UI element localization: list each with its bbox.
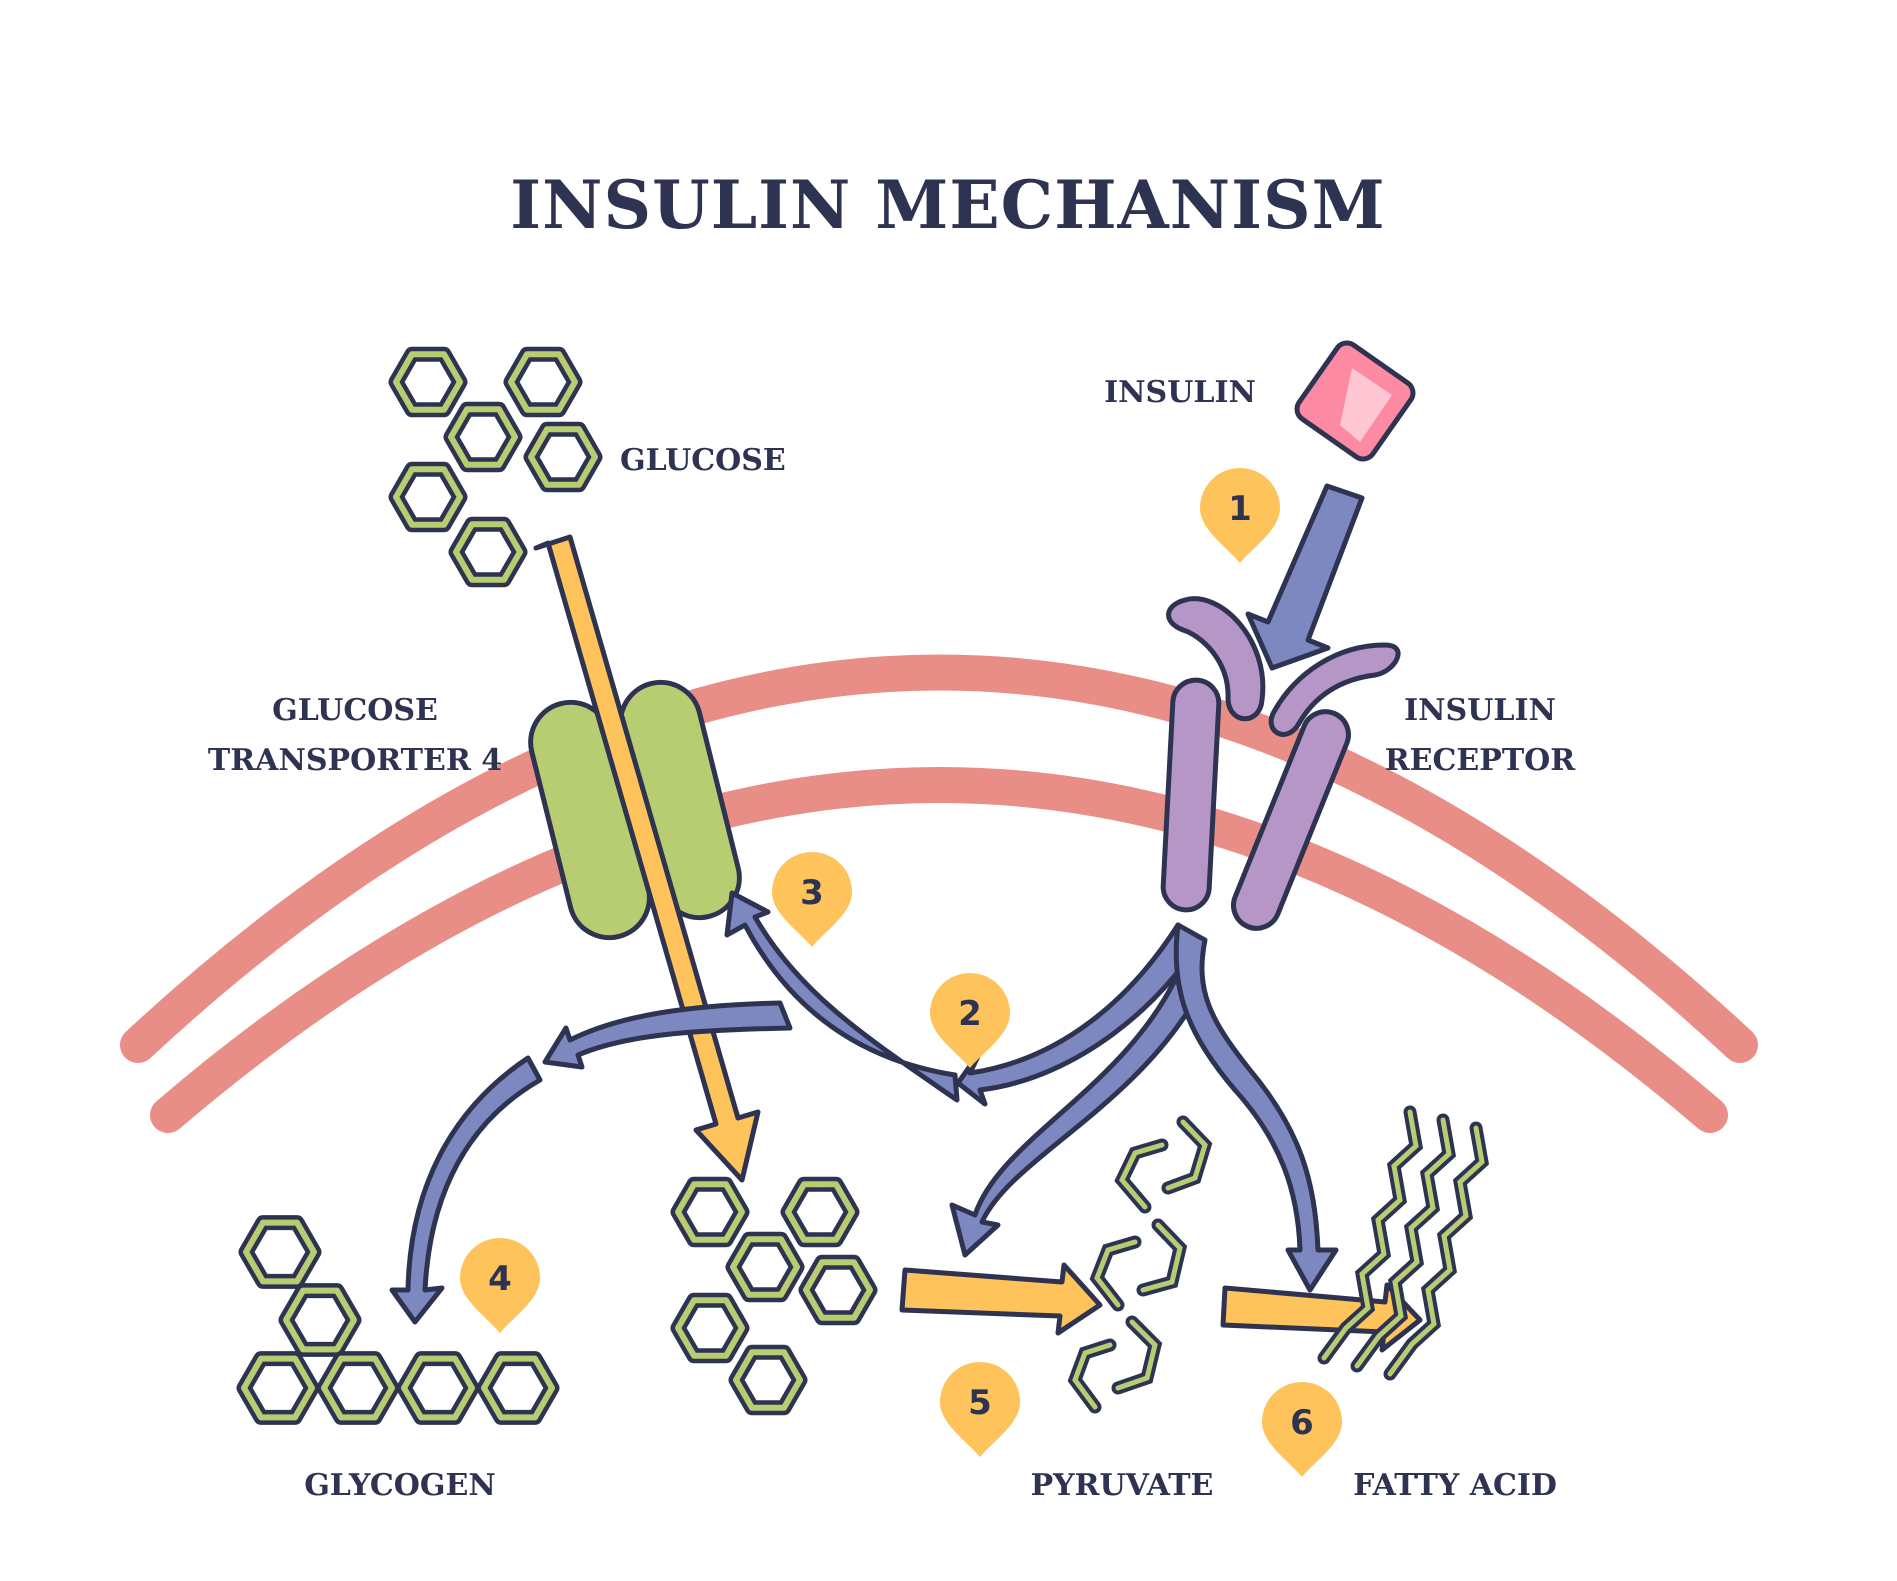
step-markers: 1 2 3 4 5 6 [460,468,1343,1477]
glucose-molecule-cluster [388,346,603,588]
step-marker-4: 4 [460,1238,540,1333]
step-number: 3 [800,873,824,913]
glucose-hexagon [728,1344,808,1416]
pyruvate-molecule [1114,1138,1169,1214]
pyruvate-label: PYRUVATE [1031,1468,1214,1503]
membrane-inner-layer [150,767,1728,1133]
insulin-molecule [1294,340,1416,462]
glucose-hexagon [725,1231,805,1303]
membrane-outer-layer [120,654,1758,1063]
step-number: 2 [958,994,982,1034]
step-pin-shape [1262,1381,1343,1477]
receptor-label-line2: RECEPTOR [1385,743,1577,778]
step-number: 5 [968,1383,992,1423]
fatty-acid-chain [1317,1105,1424,1365]
glucose-hexagon [388,346,468,418]
step-pin-shape [930,973,1010,1068]
signal-arc-to-glycogen-top [542,1000,793,1070]
signal-arc-to-glut4 [724,890,960,1103]
glucose-hexagon [670,1176,750,1248]
receptor-alpha-left [1166,596,1266,722]
receptor-beta-left [1160,677,1222,913]
cell-membrane [120,654,1758,1133]
glucose-hexagon [798,1254,878,1326]
receptor-beta-right [1231,709,1351,931]
step-marker-1: 1 [1200,468,1280,563]
intracellular-glucose-cluster [670,1176,878,1416]
signal-arrow-to-glycogen [389,1055,543,1325]
signaling-arrows [389,890,1339,1325]
glucose-hexagon [780,1176,860,1248]
pyruvate-molecule [1161,1115,1213,1195]
insulin-label: INSULIN [1104,375,1256,410]
glycogen-glucose-unit [278,1283,362,1357]
signal-arrow-to-fatty-acid [1173,922,1339,1293]
glycogen-glucose-unit [316,1351,400,1425]
fatty-acid-chain [1350,1113,1457,1373]
insulin-highlight [1340,368,1392,442]
step-number: 1 [1228,489,1252,529]
glycogen-glucose-unit [476,1351,560,1425]
glucose-hexagon [443,401,523,473]
glycolysis-arrow [899,1262,1103,1336]
glut4-label-line1: GLUCOSE [272,693,438,728]
glycogen-label: GLYCOGEN [304,1468,496,1503]
step-marker-3: 3 [772,852,852,947]
step-pin-shape [1200,468,1280,563]
step-pin-shape [772,852,852,947]
pyruvate-molecule [1067,1338,1117,1414]
step-marker-2: 2 [930,973,1010,1068]
glucose-hexagon [523,421,603,493]
receptor-label-line1: INSULIN [1404,693,1556,728]
diagram-title: INSULIN MECHANISM [510,166,1385,244]
step-number: 6 [1290,1403,1314,1443]
glucose-hexagon [448,516,528,588]
glycogen-glucose-unit [396,1351,480,1425]
glycogen-glucose-unit [236,1351,320,1425]
step-pin-shape [940,1362,1020,1457]
glucose-hexagon [388,461,468,533]
receptor-alpha-right [1268,642,1401,737]
pyruvate-molecules [1067,1115,1213,1414]
fatty-acid-chain [1383,1121,1490,1381]
pyruvate-molecule [1136,1218,1188,1297]
glycogen-glucose-unit [238,1215,322,1289]
step-marker-6: 6 [1262,1381,1343,1477]
insulin-binding-arrow [1245,483,1365,671]
glut4-label-line2: TRANSPORTER 4 [208,743,502,778]
insulin-receptor [1160,596,1401,931]
glycogen-molecule [236,1215,560,1425]
step-pin-shape [460,1238,540,1333]
fatty-acid-label: FATTY ACID [1353,1468,1557,1503]
pyruvate-molecule [1089,1235,1142,1312]
fatty-acid-chains [1317,1105,1490,1381]
signal-arrow-to-pyruvate [949,977,1198,1258]
pyruvate-molecule [1111,1315,1163,1395]
glucose-hexagon [670,1292,750,1364]
glucose-label: GLUCOSE [620,443,786,478]
step-marker-5: 5 [940,1362,1020,1457]
glucose-hexagon [503,346,583,418]
step-number: 4 [488,1259,512,1299]
